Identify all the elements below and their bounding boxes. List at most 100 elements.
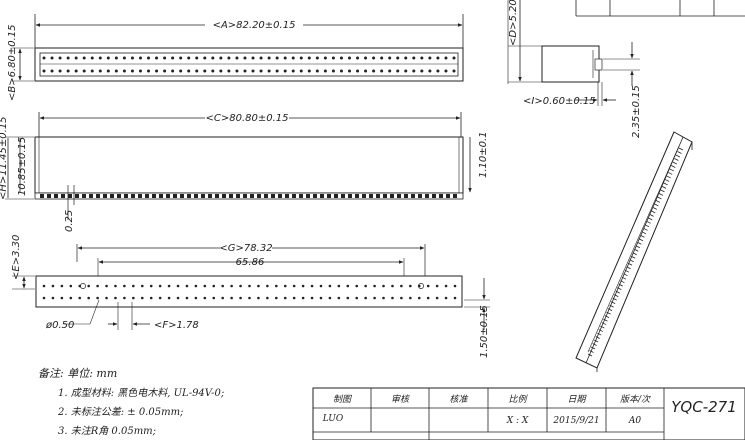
iso-pin	[657, 196, 662, 200]
pin-dot	[323, 56, 327, 60]
iso-pin	[604, 315, 610, 318]
top-view: <A>82.20±0.15 <B>6.80±0.15	[7, 14, 464, 101]
hole	[123, 284, 126, 288]
hole	[257, 296, 260, 300]
contact-tooth	[446, 194, 450, 198]
iso-pin	[623, 273, 628, 277]
hole	[426, 284, 430, 288]
iso-pin	[643, 227, 648, 231]
pin-dot	[211, 56, 215, 60]
iso-pin	[674, 158, 679, 161]
tb-header-version: 版本/次	[619, 395, 651, 405]
hole	[346, 284, 350, 288]
pin-dot	[147, 69, 151, 73]
tb-header-date: 日期	[567, 395, 586, 405]
pin-dot	[211, 69, 215, 73]
hole	[382, 284, 385, 288]
tb-value-scale: X : X	[506, 416, 529, 426]
dim-A: <A>82.20±0.15	[213, 20, 296, 31]
pin-dot	[98, 56, 102, 60]
pin-dot	[251, 69, 255, 73]
hole	[248, 284, 251, 288]
hole	[194, 284, 198, 288]
contact-tooth	[117, 194, 121, 198]
end-view: <D>5.20 <I>0.60±0.15 2.35±0.15	[507, 0, 642, 138]
hole	[382, 296, 385, 300]
hole	[391, 296, 394, 300]
hole	[230, 284, 233, 288]
contact-tooth	[250, 194, 254, 198]
iso-pin	[675, 154, 681, 158]
note-item-3: 3. 未注R角 0.05mm;	[58, 426, 157, 437]
contact-tooth	[327, 194, 331, 198]
pin-dot	[267, 56, 271, 60]
pin-dot	[98, 69, 102, 73]
pin-dot	[283, 69, 287, 73]
iso-pin	[661, 186, 667, 189]
hole	[203, 284, 207, 288]
isometric-view	[575, 131, 693, 372]
contact-tooth	[411, 194, 415, 198]
iso-pin	[660, 189, 665, 193]
iso-pin	[609, 304, 614, 308]
hole	[435, 284, 439, 288]
pin-dot	[227, 69, 231, 73]
contact-tooth	[285, 194, 289, 198]
hole	[319, 284, 323, 288]
pin-dot	[436, 56, 440, 60]
iso-pin	[587, 353, 593, 357]
hole	[275, 296, 278, 300]
pin-dot	[404, 69, 408, 73]
pin-dot	[444, 56, 448, 60]
hole	[328, 284, 332, 288]
pin-dot	[106, 56, 110, 60]
pin-dot	[412, 56, 416, 60]
hole	[140, 296, 144, 300]
hole	[283, 296, 287, 300]
hole	[176, 284, 180, 288]
hole	[78, 296, 82, 300]
contact-tooth	[103, 194, 107, 198]
iso-pin	[664, 179, 670, 182]
hole	[364, 296, 367, 300]
pin-dot	[444, 69, 448, 73]
hole	[239, 296, 242, 300]
iso-pin	[641, 231, 647, 235]
iso-pin	[678, 147, 684, 151]
pin-dot	[307, 69, 311, 73]
dim-B: <B>6.80±0.15	[7, 24, 18, 101]
iso-pin	[612, 297, 617, 301]
contact-tooth	[47, 194, 51, 198]
pin-dot	[299, 56, 303, 60]
hole	[140, 284, 144, 288]
hole	[337, 296, 341, 300]
contact-tooth	[236, 194, 240, 198]
contact-tooth	[82, 194, 86, 198]
pin-dot	[122, 69, 126, 73]
hole	[176, 296, 180, 300]
pin-dot	[155, 69, 159, 73]
pin-dot	[171, 56, 175, 60]
contact-tooth	[439, 194, 443, 198]
pin-dot	[404, 56, 408, 60]
hole	[337, 284, 341, 288]
hole	[400, 296, 403, 300]
iso-pin	[647, 217, 653, 221]
contact-tooth	[341, 194, 345, 198]
pin-dot	[138, 69, 142, 73]
pin-dot	[275, 56, 279, 60]
hole	[105, 296, 108, 300]
pin-dot	[388, 69, 392, 73]
pin-dot	[58, 69, 62, 73]
pin-dot	[155, 56, 159, 60]
dim-H: <H>11.45±0.15	[0, 116, 9, 200]
hole	[167, 284, 171, 288]
pin-dot	[66, 56, 70, 60]
note-item-1: 1. 成型材料: 黑色电木料, UL-94V-0;	[58, 388, 225, 399]
iso-pin	[615, 290, 620, 294]
contact-tooth	[229, 194, 233, 198]
contact-tooth	[390, 194, 394, 198]
pin-dot	[179, 56, 183, 60]
contact-tooth	[166, 194, 170, 198]
pin-dot	[388, 56, 392, 60]
